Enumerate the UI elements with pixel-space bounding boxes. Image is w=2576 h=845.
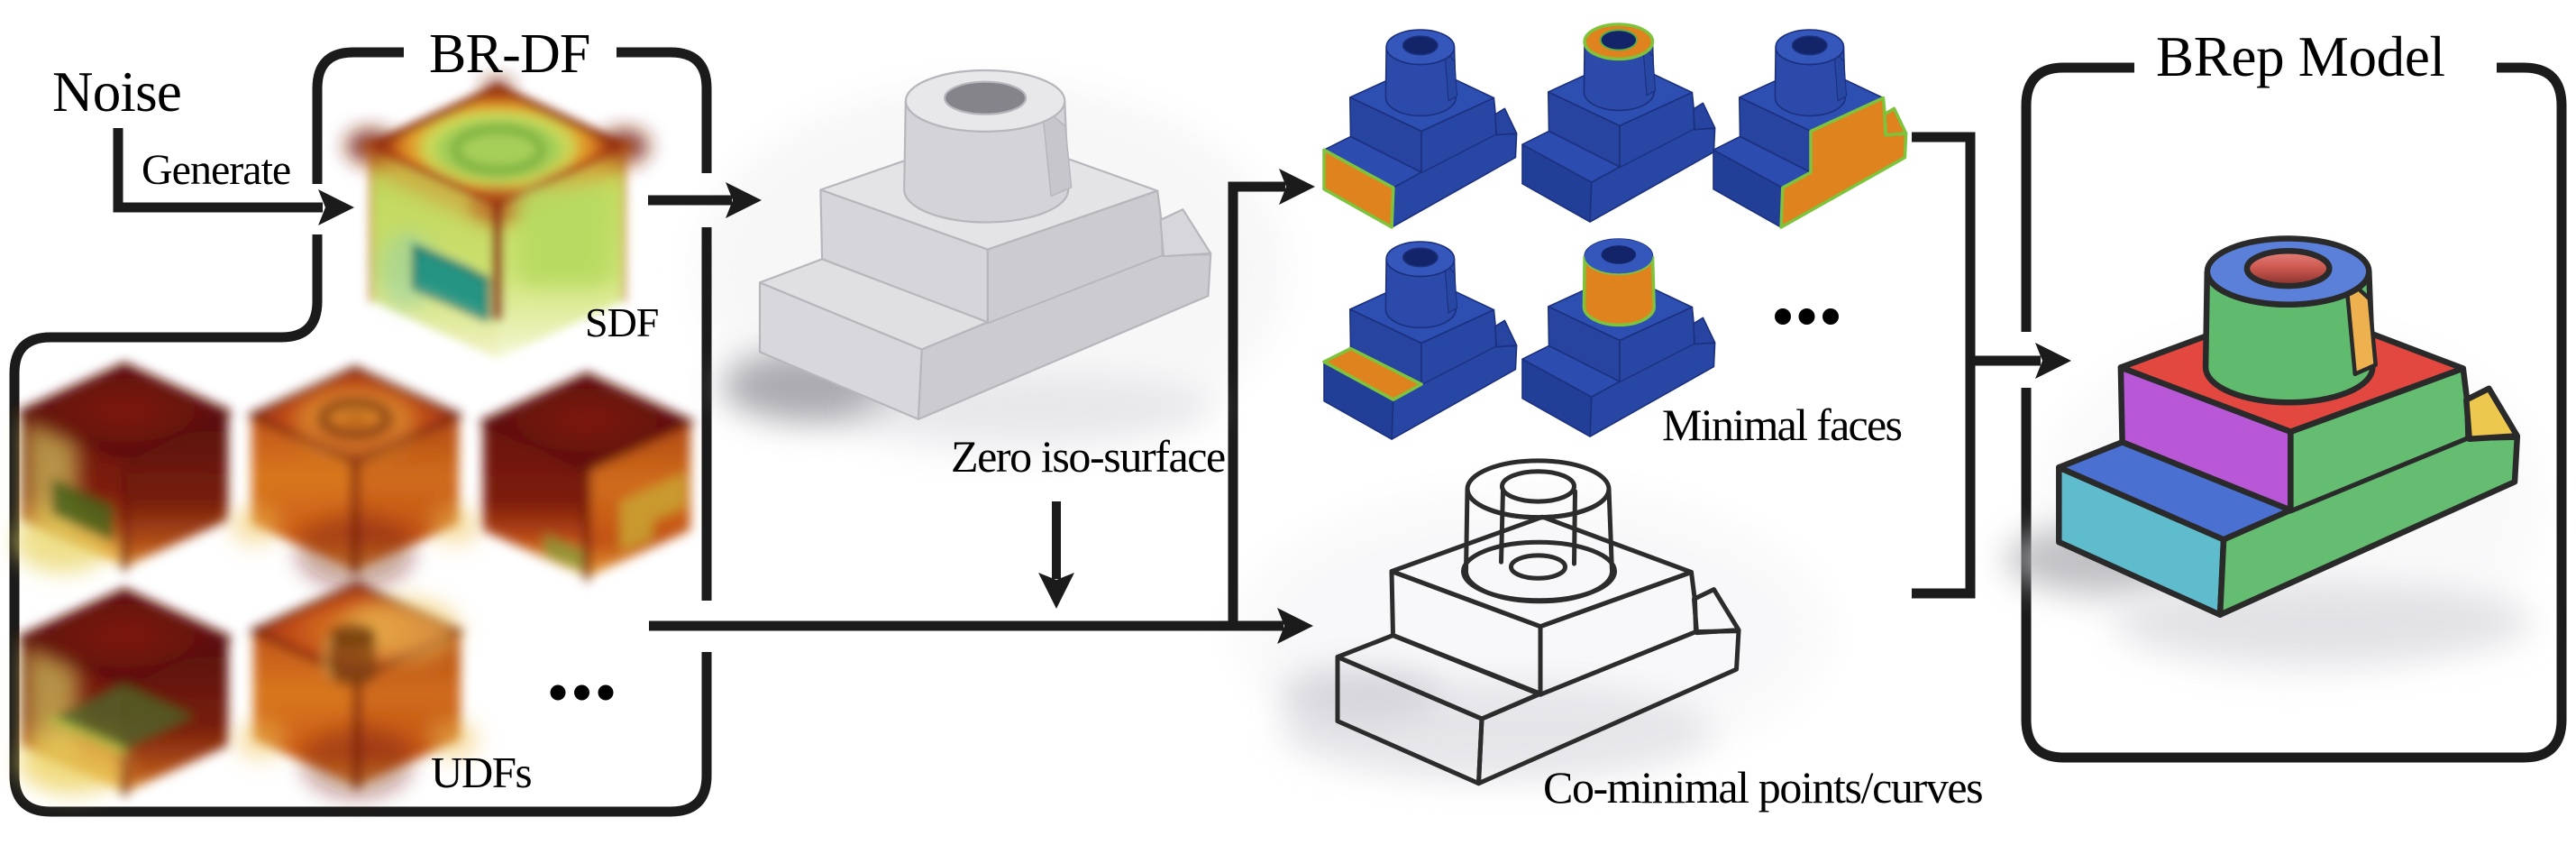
svg-text:Noise: Noise (52, 60, 181, 124)
svg-text:SDF: SDF (585, 299, 658, 345)
svg-text:Generate: Generate (142, 146, 290, 194)
svg-text:Minimal faces: Minimal faces (1662, 400, 1902, 450)
svg-text:UDFs: UDFs (431, 748, 532, 797)
svg-text:Co-minimal points/curves: Co-minimal points/curves (1543, 762, 1982, 813)
svg-text:BR-DF: BR-DF (429, 23, 590, 85)
svg-text:Zero iso-surface: Zero iso-surface (951, 431, 1225, 482)
svg-text:BRep Model: BRep Model (2156, 25, 2445, 88)
